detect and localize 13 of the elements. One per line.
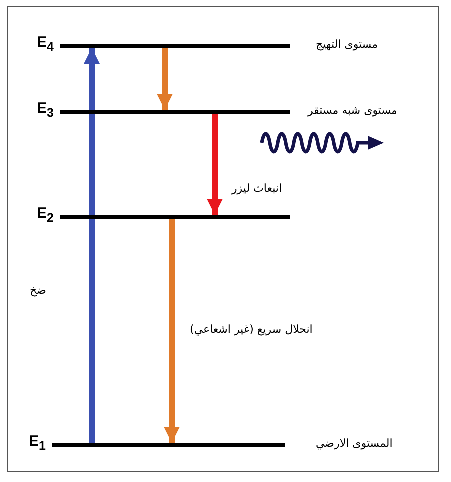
edge-label: انحلال سريع (غير اشعاعي) — [190, 323, 313, 337]
arrow — [157, 48, 173, 110]
level-symbol: E$_{2}$ — [37, 206, 54, 226]
level-symbol: E$_{3}$ — [37, 101, 54, 121]
level-symbol: E$_{4}$ — [37, 35, 54, 55]
arrow — [207, 114, 223, 215]
level-name: مستوى شبه مستقر — [308, 104, 398, 118]
edge-label: انبعاث ليزر — [232, 182, 282, 196]
level-symbol: E$_{1}$ — [29, 434, 46, 454]
arrow — [84, 48, 100, 443]
level-name: المستوى الارضي — [316, 437, 393, 451]
level-name: مستوى التهيج — [316, 38, 378, 52]
arrow — [164, 219, 180, 443]
